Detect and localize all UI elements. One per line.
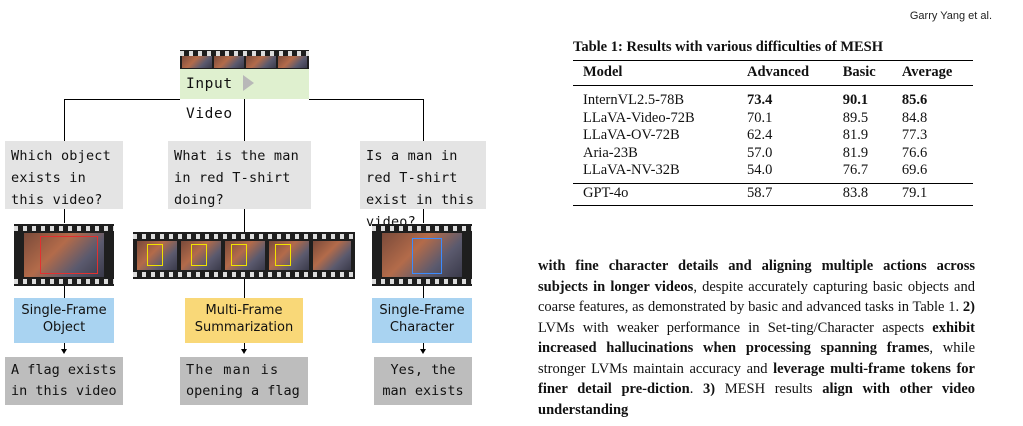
- question-summarization: What is the man in red T-shirt doing?: [168, 141, 311, 209]
- single-frame-character-image: [372, 224, 472, 286]
- column-header-average: Average: [891, 60, 973, 86]
- connector-vertical-top: [244, 99, 245, 113]
- tag-multi-frame-summarization: Multi-Frame Summarization: [185, 298, 303, 343]
- arrow-down-icon: [61, 349, 67, 354]
- table-row: LLaVA-Video-72B 70.1 89.5 84.8: [583, 109, 928, 126]
- table-caption: Table 1: Results with various difficulti…: [573, 39, 884, 55]
- question-character: Is a man in red T-shirt exist in this vi…: [360, 141, 486, 230]
- column-header-basic: Basic: [832, 60, 892, 86]
- table-row: GPT-4o 58.7 83.8 79.1: [573, 182, 973, 206]
- connector: [244, 209, 245, 232]
- play-icon: [243, 75, 254, 91]
- multi-frame-summarization-image: [133, 232, 355, 279]
- results-table: Model Advanced Basic Average InternVL2.5…: [573, 60, 973, 206]
- arrow-down-icon: [241, 349, 247, 354]
- connector-horizontal-right: [309, 99, 423, 100]
- running-head-author: Garry Yang et al.: [909, 10, 992, 22]
- input-label: Input: [186, 76, 233, 92]
- answer-summarization: The man is opening a flag: [180, 357, 308, 405]
- answer-object: A flag exists in this video: [5, 357, 123, 405]
- connector: [244, 279, 245, 298]
- arrow-shaft: [244, 343, 245, 349]
- connector: [64, 209, 65, 223]
- arrow-shaft: [423, 343, 424, 349]
- arrow-down-icon: [420, 349, 426, 354]
- input-video-filmstrip: [180, 50, 309, 70]
- tag-single-frame-character: Single-Frame Character: [372, 298, 472, 343]
- table-row: Aria-23B 57.0 81.9 76.6: [583, 144, 928, 161]
- connector-right-drop: [423, 99, 424, 141]
- connector-left-drop: [64, 99, 65, 141]
- connector: [64, 286, 65, 298]
- answer-character: Yes, the man exists: [374, 357, 472, 405]
- table-header-row: Model Advanced Basic Average: [573, 60, 973, 86]
- connector-horizontal: [64, 99, 180, 100]
- question-object: Which object exists in this video?: [5, 141, 123, 209]
- column-header-model: Model: [573, 60, 737, 86]
- input-video-label: Input Video: [180, 69, 309, 122]
- video-label: Video: [186, 106, 233, 122]
- table-row: InternVL2.5-78B 73.4 90.1 85.6: [583, 92, 928, 108]
- single-frame-object-image: [14, 224, 114, 286]
- table-row: LLaVA-NV-32B 54.0 76.7 69.6: [583, 162, 928, 178]
- table-row: LLaVA-OV-72B 62.4 81.9 77.3: [583, 127, 928, 143]
- tag-single-frame-object: Single-Frame Object: [14, 298, 114, 343]
- body-paragraph: with fine character details and aligning…: [538, 258, 976, 418]
- connector-mid-drop: [244, 113, 245, 141]
- connector: [423, 209, 424, 223]
- arrow-shaft: [64, 343, 65, 349]
- connector: [423, 286, 424, 298]
- column-header-advanced: Advanced: [737, 60, 833, 86]
